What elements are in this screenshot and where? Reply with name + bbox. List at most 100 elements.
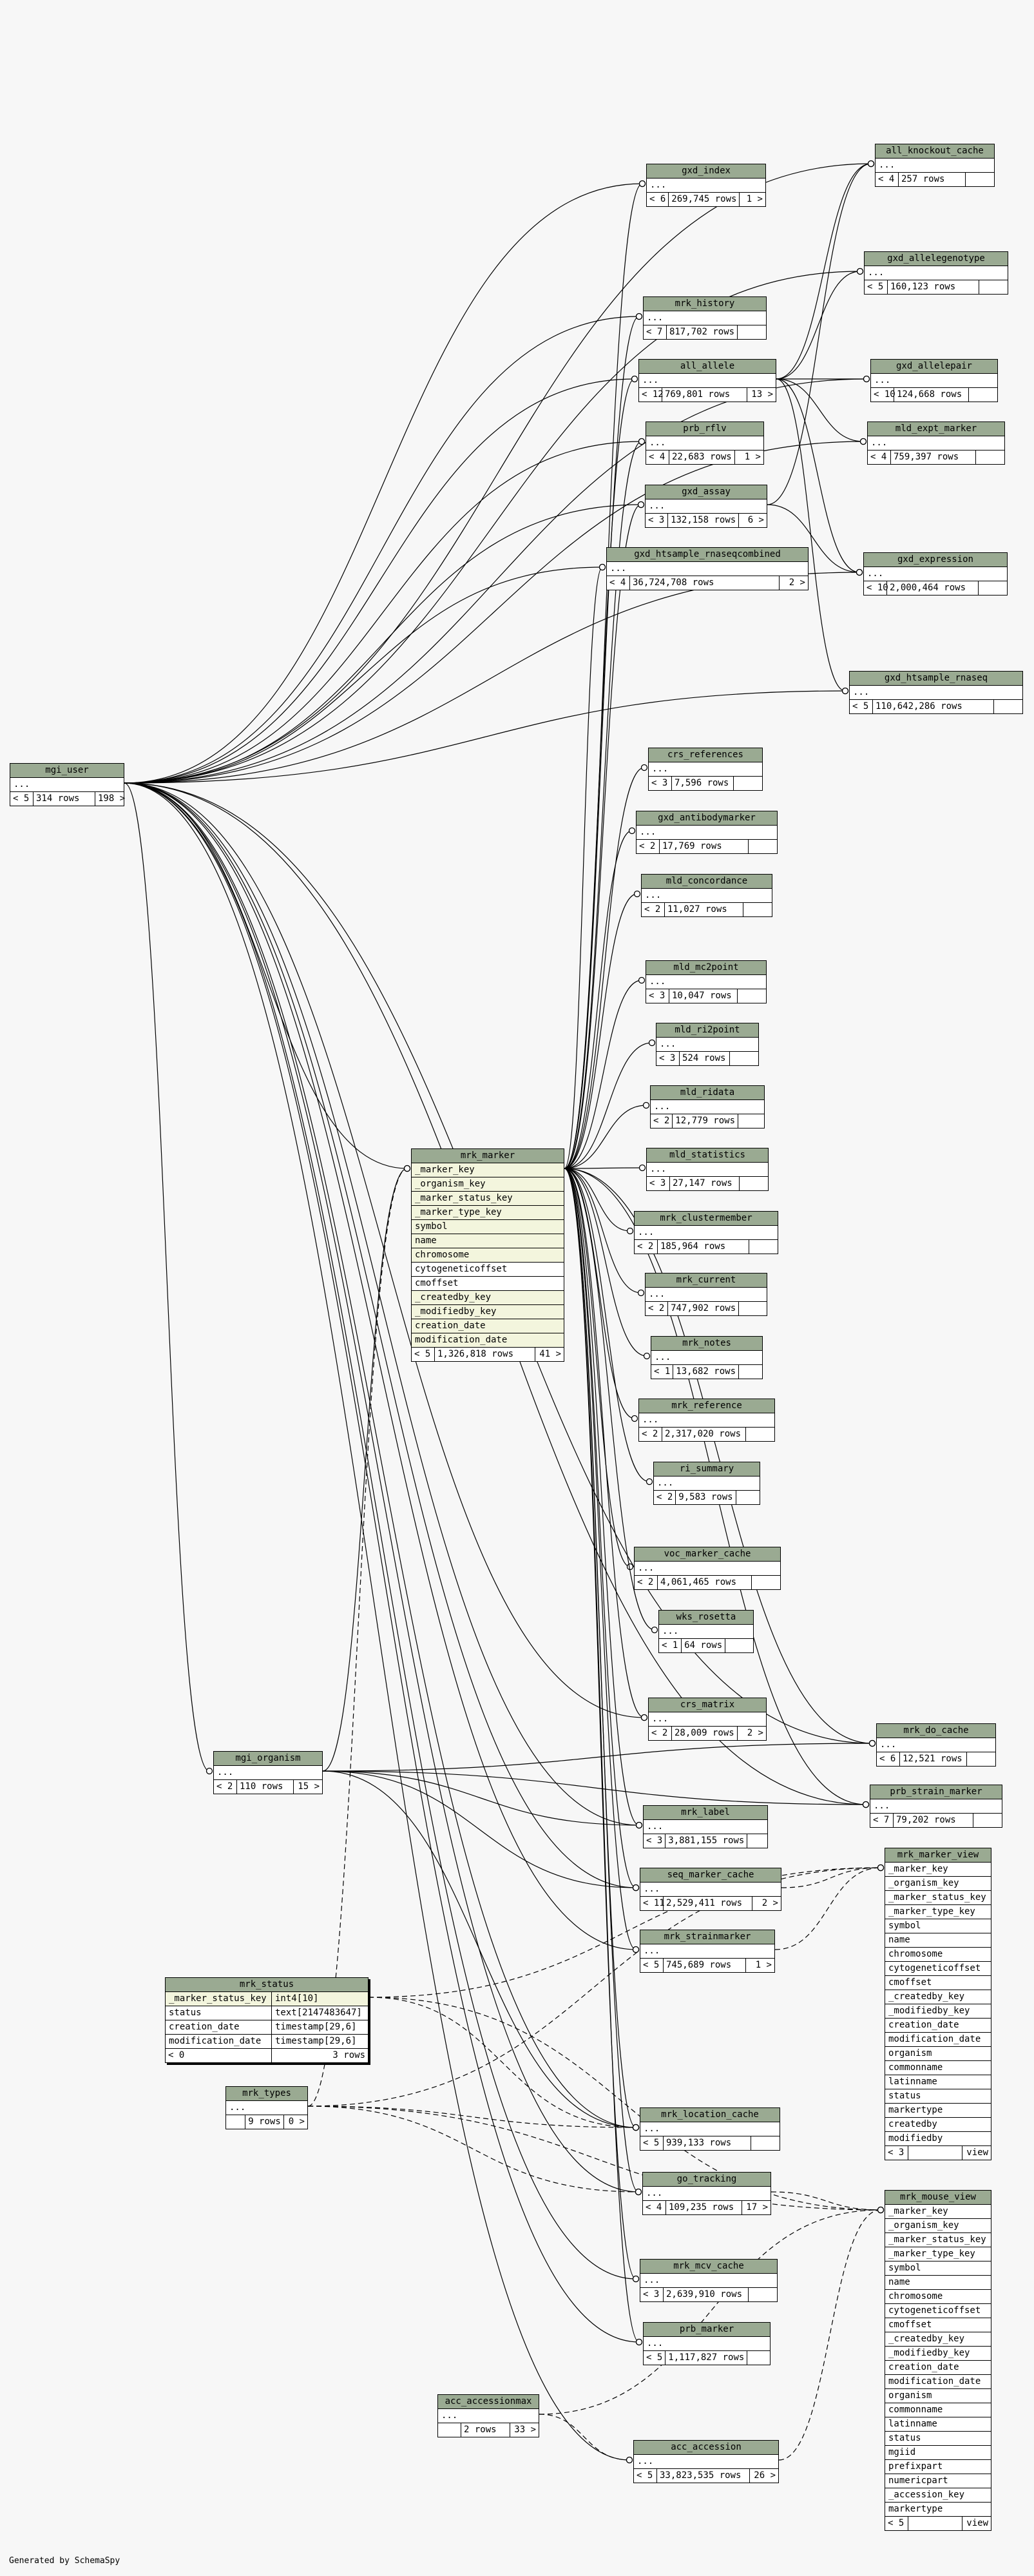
- parents-count[interactable]: < 5: [644, 2351, 666, 2365]
- column-row[interactable]: ...: [876, 159, 994, 173]
- children-count[interactable]: 6 >: [747, 515, 764, 525]
- column-row[interactable]: latinname: [885, 2417, 991, 2432]
- column-row[interactable]: commonname: [885, 2403, 991, 2417]
- children-count[interactable]: [994, 700, 1022, 713]
- column-row[interactable]: cmoffset: [885, 2318, 991, 2332]
- column-row[interactable]: creation_date: [885, 2019, 991, 2033]
- column-row[interactable]: ...: [656, 1038, 758, 1052]
- parents-count[interactable]: < 3: [644, 1834, 666, 1848]
- column-row[interactable]: chromosome: [412, 1248, 564, 1263]
- column-row[interactable]: cmoffset: [885, 1976, 991, 1990]
- column-row[interactable]: modification_date: [412, 1333, 564, 1348]
- children-count[interactable]: [738, 1114, 764, 1128]
- children-count[interactable]: [746, 1428, 774, 1441]
- column-row[interactable]: ...: [640, 1944, 774, 1959]
- column-row[interactable]: ...: [639, 374, 776, 388]
- children-count[interactable]: 1 >: [755, 1960, 772, 1970]
- parents-count[interactable]: < 5: [412, 1348, 435, 1361]
- column-row[interactable]: ...: [651, 1100, 764, 1114]
- column-row[interactable]: ...: [877, 1738, 995, 1752]
- children-count[interactable]: [739, 1302, 767, 1315]
- column-row[interactable]: modification_date: [885, 2375, 991, 2389]
- column-row[interactable]: ...: [10, 778, 124, 792]
- column-row[interactable]: cytogeneticoffset: [885, 2304, 991, 2318]
- children-count[interactable]: [979, 280, 1008, 294]
- parents-count[interactable]: < 3: [656, 1052, 680, 1065]
- children-count[interactable]: [738, 325, 766, 339]
- children-count[interactable]: 13 >: [751, 389, 773, 400]
- column-row[interactable]: _modifiedby_key: [885, 2004, 991, 2019]
- children-count[interactable]: 1 >: [746, 194, 763, 204]
- column-row[interactable]: symbol: [885, 2261, 991, 2276]
- column-row[interactable]: ...: [659, 1625, 753, 1639]
- parents-count[interactable]: < 4: [868, 450, 891, 464]
- column-row[interactable]: creation_date: [885, 2361, 991, 2375]
- parents-count[interactable]: [226, 2115, 246, 2129]
- parents-count[interactable]: < 5: [640, 1959, 664, 1972]
- children-count[interactable]: [738, 989, 766, 1003]
- column-row[interactable]: _organism_key: [885, 1877, 991, 1891]
- parents-count[interactable]: < 5: [850, 700, 873, 713]
- column-row[interactable]: ...: [651, 1351, 762, 1365]
- column-row[interactable]: ...: [649, 762, 762, 777]
- column-row[interactable]: prefixpart: [885, 2460, 991, 2474]
- parents-count[interactable]: < 7: [870, 1814, 894, 1827]
- parents-count[interactable]: < 5: [885, 2517, 908, 2530]
- column-row[interactable]: ...: [865, 266, 1008, 280]
- parents-count[interactable]: < 3: [649, 777, 672, 790]
- column-row[interactable]: ...: [226, 2101, 307, 2115]
- children-count[interactable]: 41 >: [539, 1349, 561, 1359]
- column-row[interactable]: ...: [868, 436, 1004, 450]
- children-count[interactable]: 33 >: [514, 2425, 536, 2435]
- children-count[interactable]: view: [966, 2147, 988, 2158]
- children-count[interactable]: [976, 450, 1004, 464]
- parents-count[interactable]: < 10: [871, 388, 895, 402]
- parents-count[interactable]: < 5: [640, 2136, 664, 2150]
- children-count[interactable]: [725, 1639, 753, 1652]
- column-row[interactable]: ...: [871, 374, 997, 388]
- column-row[interactable]: modifiedby: [885, 2132, 991, 2146]
- column-row[interactable]: name: [412, 1234, 564, 1248]
- children-count[interactable]: [730, 1052, 758, 1065]
- parents-count[interactable]: < 3: [646, 514, 669, 527]
- column-row[interactable]: cytogeneticoffset: [412, 1263, 564, 1277]
- parents-count[interactable]: < 12: [639, 388, 664, 402]
- column-row[interactable]: ...: [649, 1712, 766, 1727]
- parents-count[interactable]: < 4: [643, 2201, 666, 2214]
- column-row[interactable]: ...: [646, 1288, 767, 1302]
- parents-count[interactable]: < 4: [876, 173, 899, 186]
- column-row[interactable]: _marker_key: [885, 2205, 991, 2219]
- column-row[interactable]: ...: [654, 1477, 760, 1491]
- column-row[interactable]: _marker_status_key: [885, 1891, 991, 1905]
- parents-count[interactable]: < 1: [651, 1365, 674, 1379]
- children-count[interactable]: [749, 840, 777, 853]
- column-row[interactable]: ...: [640, 2274, 777, 2288]
- column-row[interactable]: name: [885, 2276, 991, 2290]
- parents-count[interactable]: < 4: [607, 576, 630, 590]
- column-row[interactable]: status: [885, 2432, 991, 2446]
- parents-count[interactable]: < 2: [642, 903, 665, 916]
